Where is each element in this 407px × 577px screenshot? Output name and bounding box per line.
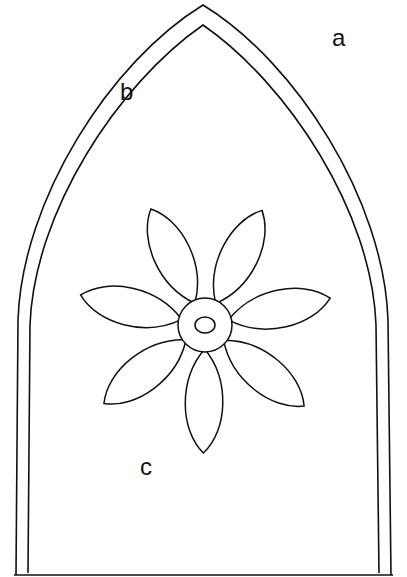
base-line (14, 574, 393, 576)
outer-arch (16, 5, 391, 575)
inner-arch (28, 25, 379, 573)
part-letter: a (332, 26, 345, 50)
flower-eye (195, 317, 215, 333)
flower-petal (225, 280, 335, 339)
flower-petal (76, 277, 186, 338)
part-letter: c (140, 455, 152, 479)
flower-center (178, 298, 232, 352)
flower-petal (185, 349, 224, 453)
part-letter: b (120, 80, 133, 104)
flower (76, 201, 334, 453)
